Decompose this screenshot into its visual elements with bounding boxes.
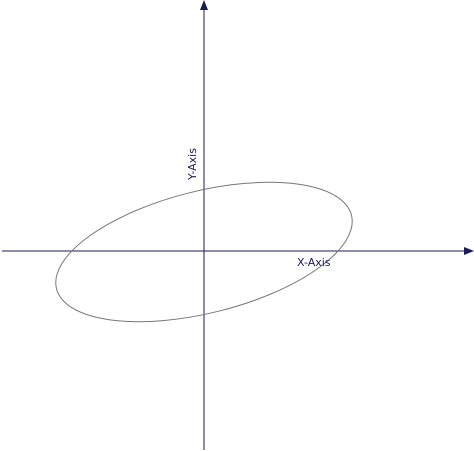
x-axis-arrowhead: [464, 247, 474, 255]
y-axis-label: Y-Axis: [186, 148, 199, 181]
x-axis-label: X-Axis: [297, 256, 331, 269]
tilted-ellipse: [55, 181, 353, 323]
y-axis-arrowhead: [200, 0, 208, 10]
